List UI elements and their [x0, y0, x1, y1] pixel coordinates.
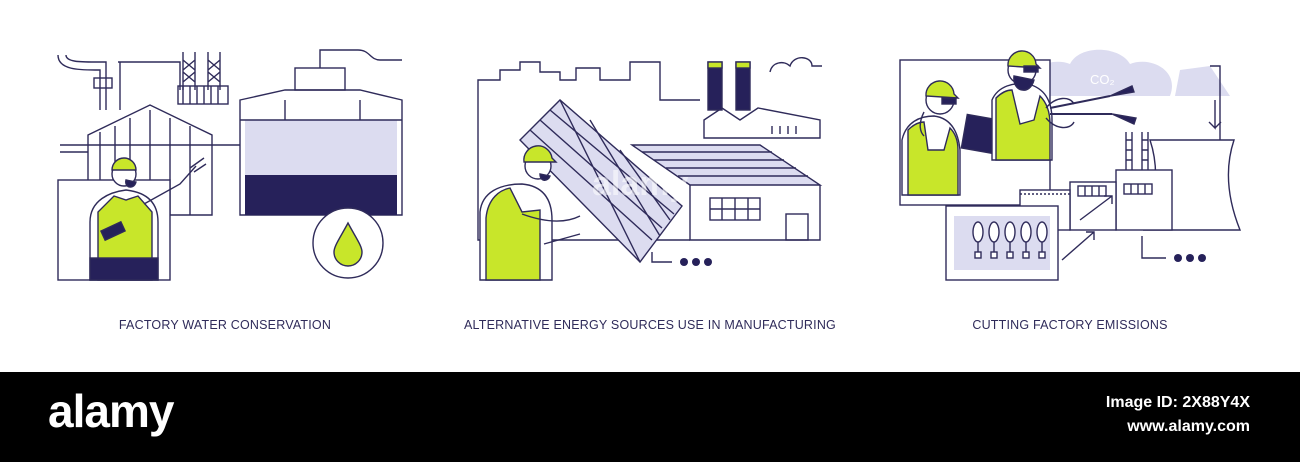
panel-caption: ALTERNATIVE ENERGY SOURCES USE IN MANUFA… [464, 318, 836, 332]
dot-icon [1186, 254, 1194, 262]
co2-label: CO₂ [1090, 72, 1115, 87]
solar-panel-icon [519, 99, 683, 264]
dot-icon [704, 258, 712, 266]
brand-logo[interactable]: alamy [48, 385, 174, 437]
image-id: Image ID: 2X88Y4X [1105, 394, 1250, 411]
co2-cloud-icon [1028, 49, 1230, 96]
panel-caption: FACTORY WATER CONSERVATION [118, 318, 332, 332]
panel-caption: CUTTING FACTORY EMISSIONS [972, 318, 1168, 332]
water-drop-icon [333, 221, 363, 267]
dot-icon [1198, 254, 1206, 262]
panel-water-conservation: FACTORY WATER CONSERVATION [40, 0, 410, 372]
water-conservation-illustration [57, 49, 403, 281]
site-url[interactable]: www.alamy.com [1127, 418, 1250, 435]
footer-bar: alamy Image ID: 2X88Y4X www.alamy.com [0, 372, 1300, 462]
alternative-energy-illustration [477, 57, 823, 281]
dot-icon [680, 258, 688, 266]
panel-cutting-emissions: CO₂ [880, 0, 1260, 372]
cutting-emissions-illustration: CO₂ [899, 49, 1242, 281]
dot-icon [692, 258, 700, 266]
panel-alternative-energy: ALTERNATIVE ENERGY SOURCES USE IN MANUFA… [460, 0, 840, 372]
dot-icon [1174, 254, 1182, 262]
